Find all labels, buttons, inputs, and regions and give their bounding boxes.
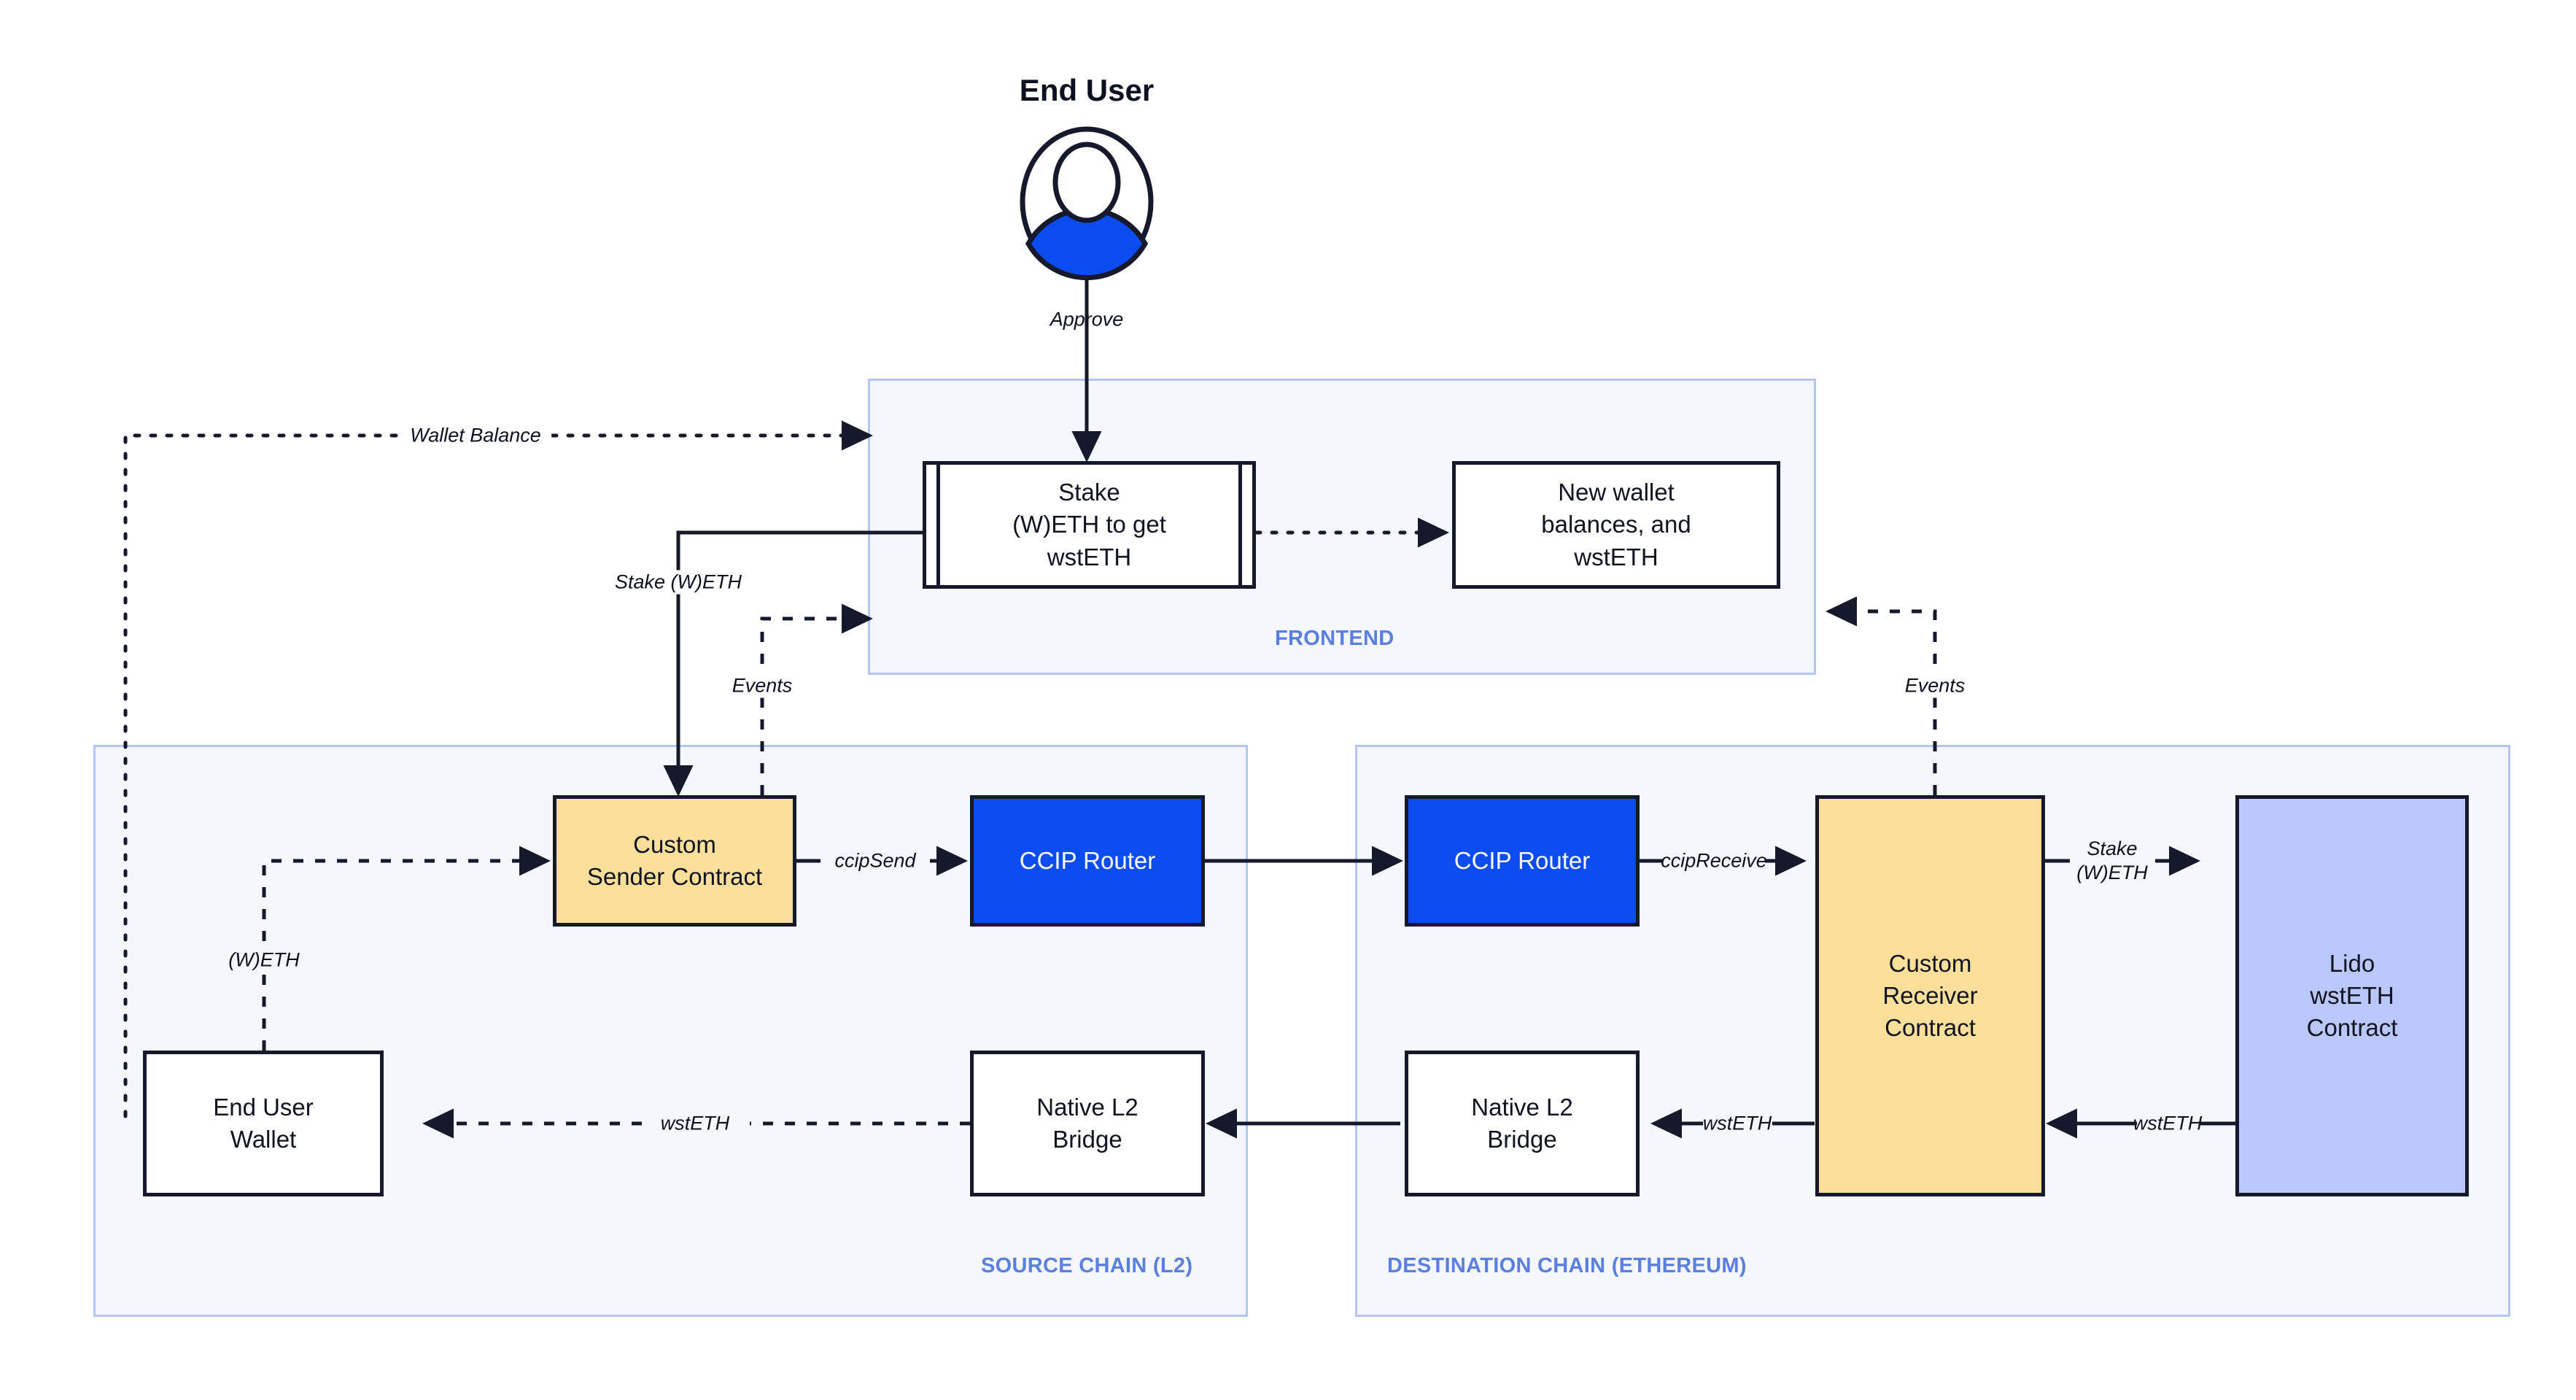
edge-label-events-destination: Events (1896, 673, 1974, 698)
node-stake-form[interactable]: Stake (W)ETH to get wstETH (923, 461, 1256, 589)
node-ccip-router-source-label: CCIP Router (1019, 846, 1156, 874)
edge-label-wsteth-wallet: wstETH (660, 1112, 730, 1134)
edge-label-stake-weth-lido: Stake (W)ETH (2076, 838, 2148, 883)
node-receiver-contract-label: Custom Receiver Contract (1882, 949, 1978, 1042)
end-user-title: End User (1019, 73, 1155, 107)
end-user-avatar-icon (1020, 126, 1154, 280)
node-receiver-contract[interactable]: Custom Receiver Contract (1815, 795, 2045, 1196)
edge-label-stake-weth-frontend: Stake (W)ETH (605, 570, 751, 595)
edge-label-weth: (W)ETH (220, 948, 309, 972)
node-stake-form-label: Stake (W)ETH to get wstETH (1012, 479, 1166, 571)
zone-frontend-label: FRONTEND (1275, 627, 1394, 650)
node-sender-contract[interactable]: Custom Sender Contract (553, 795, 796, 927)
node-new-balances-label: New wallet balances, and wstETH (1541, 479, 1691, 571)
node-lido-contract-label: Lido wstETH Contract (2306, 949, 2398, 1042)
zone-source-chain-label: SOURCE CHAIN (L2) (981, 1254, 1193, 1277)
zone-destination-chain-label: DESTINATION CHAIN (ETHEREUM) (1387, 1254, 1747, 1277)
node-ccip-router-destination[interactable]: CCIP Router (1405, 795, 1640, 927)
edge-label-events-source: Events (723, 673, 802, 698)
process-bar-left (936, 465, 940, 585)
node-lido-contract[interactable]: Lido wstETH Contract (2235, 795, 2469, 1196)
edge-label-wallet-balance: Wallet Balance (400, 423, 551, 448)
node-sender-contract-label: Custom Sender Contract (586, 830, 763, 890)
node-new-balances[interactable]: New wallet balances, and wstETH (1452, 461, 1780, 589)
process-bar-right (1238, 465, 1242, 585)
node-native-l2-bridge-destination-label: Native L2 Bridge (1471, 1093, 1573, 1153)
node-end-user-wallet-label: End User Wallet (213, 1093, 314, 1153)
node-ccip-router-source[interactable]: CCIP Router (970, 795, 1205, 927)
edge-label-ccip-receive: ccipReceive (1661, 849, 1767, 872)
edge-label-ccip-send: ccipSend (834, 849, 916, 872)
node-native-l2-bridge-source-label: Native L2 Bridge (1036, 1093, 1138, 1153)
edge-label-wsteth-lido: wstETH (2133, 1112, 2203, 1134)
node-native-l2-bridge-source[interactable]: Native L2 Bridge (970, 1051, 1205, 1196)
edge-label-approve: Approve (1050, 308, 1124, 330)
edge-label-wsteth-bridge: wstETH (1702, 1112, 1772, 1134)
node-ccip-router-destination-label: CCIP Router (1454, 846, 1591, 874)
node-native-l2-bridge-destination[interactable]: Native L2 Bridge (1405, 1051, 1640, 1196)
node-end-user-wallet[interactable]: End User Wallet (143, 1051, 384, 1196)
